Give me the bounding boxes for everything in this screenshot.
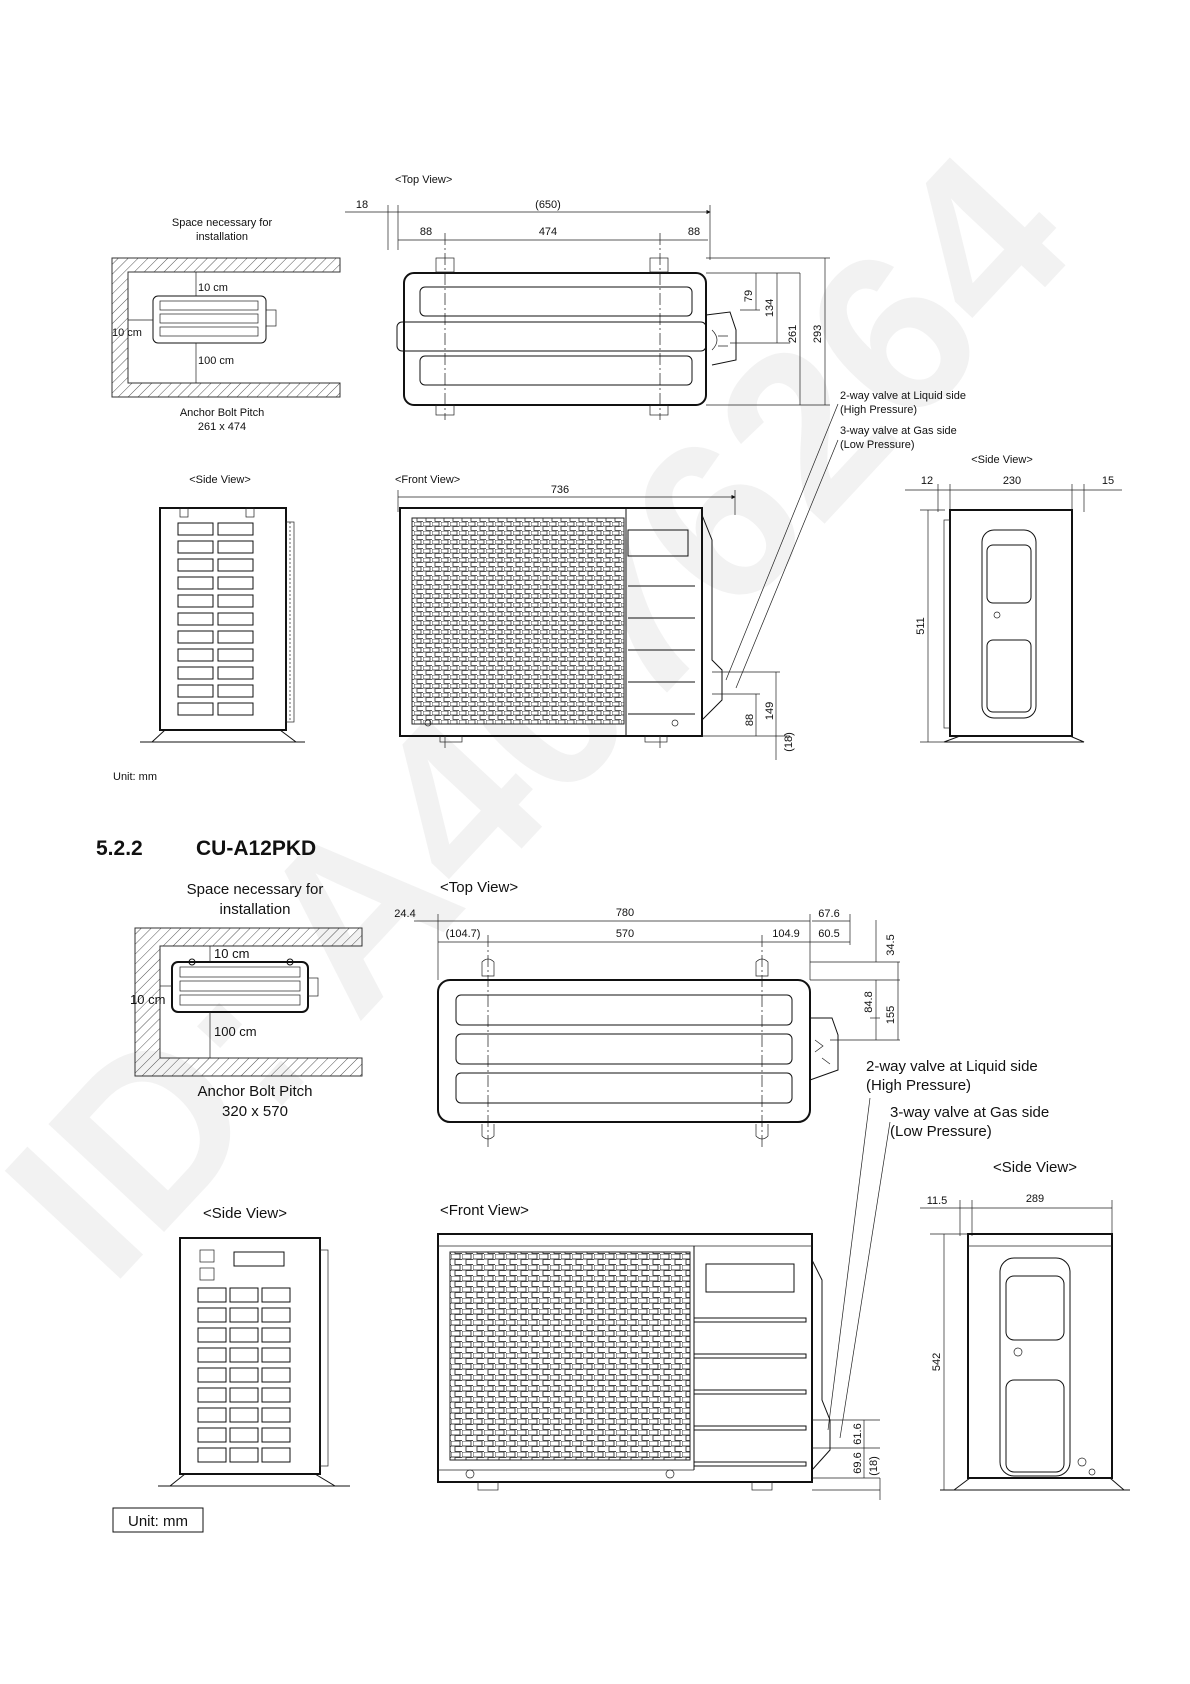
s1-dim-650: (650)	[535, 199, 561, 211]
s1-space-left: 10 cm	[112, 327, 142, 339]
s2-front-view-label: <Front View>	[440, 1202, 529, 1219]
s2-dim-1047: (104.7)	[446, 928, 481, 940]
s2-side-view-right-label: <Side View>	[993, 1159, 1077, 1176]
s2-dim-115: 11.5	[927, 1195, 948, 1207]
s1-valve-labels: 2-way valve at Liquid side (High Pressur…	[725, 390, 966, 689]
s2-dim-345: 34.5	[885, 934, 897, 955]
s2-valve-liquid-2: (High Pressure)	[866, 1077, 971, 1094]
s2-dim-848: 84.8	[863, 991, 875, 1012]
s1-dim-474: 474	[539, 226, 557, 238]
s1-side-view-left: <Side View>	[140, 474, 305, 743]
s1-dim-736: 736	[551, 484, 569, 496]
s1-dim-88a: 88	[420, 226, 432, 238]
s1-dim-511: 511	[915, 617, 927, 635]
s2-anchor-title: Anchor Bolt Pitch	[197, 1083, 312, 1100]
s2-top-body	[437, 979, 811, 1123]
s2-side-slots	[197, 1287, 291, 1463]
s1-install-space: Space necessary for installation 10 cm 1…	[111, 217, 341, 433]
s1-dim-15: 15	[1102, 475, 1114, 487]
s2-dim-155: 155	[885, 1006, 897, 1024]
s1-space-top: 10 cm	[198, 282, 228, 294]
s1-top-view-label: <Top View>	[395, 174, 452, 186]
s1-dim-134: 134	[764, 299, 776, 317]
s2-space-left: 10 cm	[130, 992, 165, 1007]
s2-side-view-left: <Side View>	[158, 1205, 350, 1487]
s1-dim-88c: 88	[744, 714, 756, 726]
s1-valve-liquid-2: (High Pressure)	[840, 404, 917, 416]
s1-dim-12: 12	[921, 475, 933, 487]
s2-space-bottom: 100 cm	[214, 1024, 257, 1039]
section2-diagram: Space necessary for installation 10 cm 1…	[112, 879, 1130, 1533]
s1-anchor-value: 261 x 474	[198, 421, 246, 433]
s1-anchor-title: Anchor Bolt Pitch	[180, 407, 264, 419]
s2-valve-liquid-1: 2-way valve at Liquid side	[866, 1058, 1038, 1075]
s2-dim-696: 69.6	[852, 1452, 864, 1473]
s1-valve-gas-1: 3-way valve at Gas side	[840, 425, 957, 437]
s2-unit-label: Unit: mm	[128, 1513, 188, 1530]
s1-wall-hatch	[111, 257, 341, 398]
section-model: CU-A12PKD	[196, 837, 316, 860]
s1-valve-liquid-1: 2-way valve at Liquid side	[840, 390, 966, 402]
section1-diagram: Space necessary for installation 10 cm 1…	[111, 174, 1122, 783]
s2-anchor-value: 320 x 570	[222, 1103, 288, 1120]
section2-heading: 5.2.2 CU-A12PKD	[96, 837, 316, 860]
s1-space-title-2: installation	[196, 231, 248, 243]
s2-dim-18: (18)	[868, 1456, 880, 1476]
s1-dim-88b: 88	[688, 226, 700, 238]
s2-dim-24: 24.4	[394, 908, 415, 920]
s1-dim-18b: (18)	[783, 732, 795, 752]
s2-unit-box: Unit: mm	[112, 1507, 204, 1533]
s1-dim-261: 261	[787, 325, 799, 343]
s1-front-view-label: <Front View>	[395, 474, 460, 486]
s2-side-view-left-label: <Side View>	[203, 1205, 287, 1222]
s1-side-slots	[177, 522, 254, 716]
s1-valve-gas-2: (Low Pressure)	[840, 439, 915, 451]
s1-dim-230: 230	[1003, 475, 1021, 487]
s1-dim-293: 293	[812, 325, 824, 343]
s1-front-view: <Front View> 736 88 149 (18)	[395, 474, 795, 760]
s1-dim-149: 149	[764, 702, 776, 720]
s2-dim-780: 780	[616, 907, 634, 919]
s1-side-view-right: <Side View> 12 230 15 511	[905, 454, 1122, 743]
section-number: 5.2.2	[96, 837, 143, 860]
s1-dim-18: 18	[356, 199, 368, 211]
s2-dim-616: 61.6	[852, 1423, 864, 1444]
s2-dim-289: 289	[1026, 1193, 1044, 1205]
s2-wall-hatch	[134, 927, 363, 1077]
s1-top-view: <Top View> 18 (650) 88 474 88	[345, 174, 830, 420]
s2-dim-1049: 104.9	[772, 928, 800, 940]
s2-valve-labels: 2-way valve at Liquid side (High Pressur…	[827, 1058, 1049, 1439]
s1-space-bottom: 100 cm	[198, 355, 234, 367]
s2-install-space: Space necessary for installation 10 cm 1…	[130, 881, 363, 1120]
s2-dim-570: 570	[616, 928, 634, 940]
s1-space-title-1: Space necessary for	[172, 217, 273, 229]
s2-dim-676: 67.6	[818, 908, 839, 920]
s1-side-view-left-label: <Side View>	[189, 474, 251, 486]
s2-valve-gas-1: 3-way valve at Gas side	[890, 1104, 1049, 1121]
s2-valve-gas-2: (Low Pressure)	[890, 1123, 992, 1140]
s1-unit-label: Unit: mm	[113, 771, 157, 783]
s2-front-view: <Front View> 61.6 69.6 (18)	[437, 1202, 881, 1500]
s2-top-view-label: <Top View>	[440, 879, 518, 896]
s2-space-title-1: Space necessary for	[187, 881, 324, 898]
s2-side-view-right: <Side View> 11.5 289 542	[920, 1159, 1130, 1491]
s1-side-view-right-label: <Side View>	[971, 454, 1033, 466]
s1-dim-79: 79	[743, 290, 755, 302]
s2-space-title-2: installation	[220, 901, 291, 918]
s2-dim-605: 60.5	[818, 928, 839, 940]
s2-dim-542: 542	[931, 1353, 943, 1371]
s2-space-top: 10 cm	[214, 946, 249, 961]
s2-top-view: <Top View> 24.4 780 67.6 (104.7) 570 104…	[394, 879, 900, 1150]
